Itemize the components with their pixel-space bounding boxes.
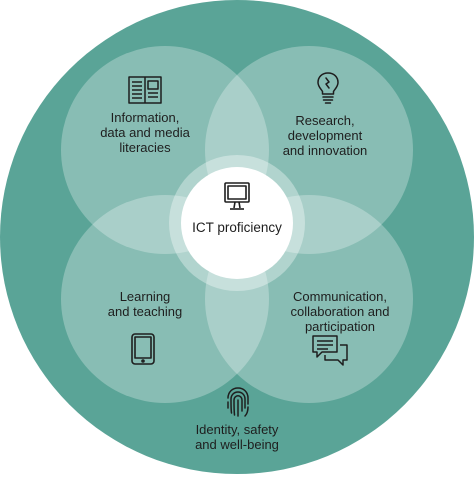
tablet-icon [131, 333, 155, 365]
fingerprint-icon [225, 386, 251, 418]
area-label-communication: Communication, collaboration and partici… [290, 289, 390, 334]
area-label-information: Information, data and media literacies [100, 110, 190, 155]
area-label-learning: Learning and teaching [107, 289, 183, 319]
center-circle [181, 167, 293, 279]
area-label-research: Research, development and innovation [282, 113, 368, 158]
newspaper-icon [128, 76, 162, 104]
center-label: ICT proficiency [192, 220, 282, 235]
lightbulb-icon [317, 72, 339, 104]
monitor-icon [224, 182, 250, 212]
area-label-identity: Identity, safety and well-being [195, 422, 279, 452]
chat-bubbles-icon [312, 335, 348, 367]
